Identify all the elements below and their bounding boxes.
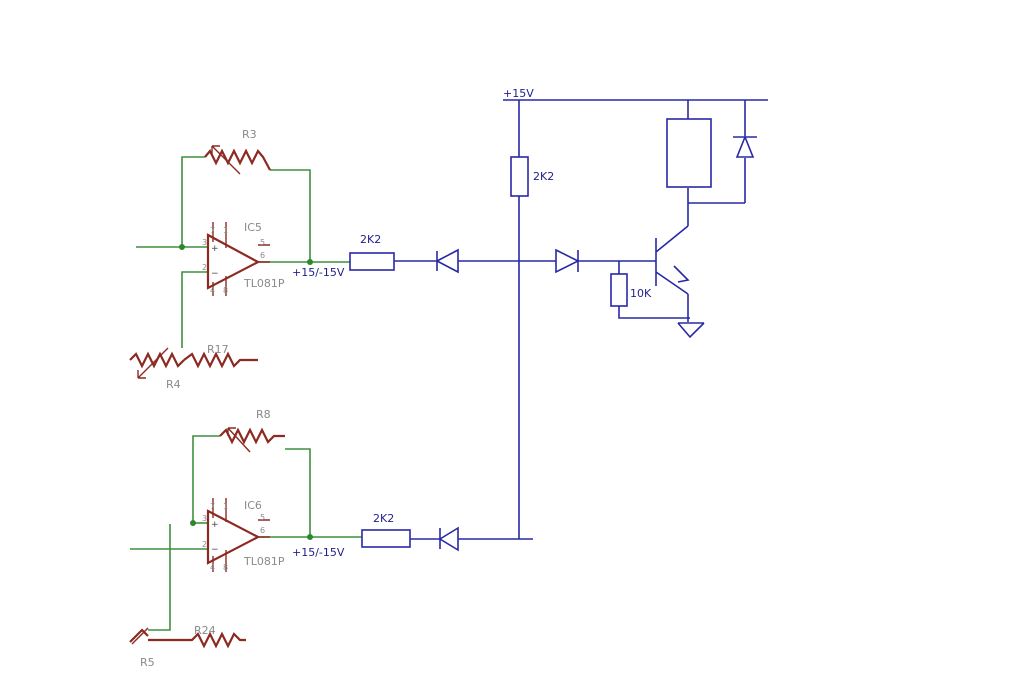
upper-output-dot (307, 259, 313, 265)
lower-diode (438, 526, 459, 552)
ic5-opamp (206, 233, 261, 290)
upper-diode (435, 248, 459, 274)
r5-potentiometer (129, 628, 149, 643)
upper-supply-label: +15/-15V (292, 266, 345, 279)
ic6-pin5: 5 (260, 513, 265, 522)
lower-series-resistor-label: 2K2 (373, 512, 394, 525)
npn-emitter-arrow (673, 265, 690, 283)
pullup-resistor (510, 156, 529, 197)
r3-potentiometer (204, 148, 271, 171)
upper-inverting-wire (181, 271, 208, 348)
r8-wiper-arrow (227, 427, 251, 453)
ic6-pin2: 2 (202, 540, 207, 549)
ic5-pin6: 6 (260, 251, 265, 260)
collector-wire (687, 188, 745, 226)
ic6-plus-sign: + (211, 520, 219, 530)
ic6-ref-label: IC6 (244, 499, 262, 512)
lower-series-resistor (361, 529, 411, 548)
upper-series-resistor-label: 2K2 (360, 233, 381, 246)
ic5-pin7: 7 (210, 226, 215, 235)
r4-potentiometer (129, 351, 185, 369)
r17-resistor (183, 351, 258, 369)
r8-label: R8 (256, 408, 271, 421)
lower-r5-wire (148, 524, 171, 631)
ic6-pin4: 4 (210, 563, 215, 572)
r24-label: R24 (194, 624, 216, 637)
r3-wiper-arrow (211, 145, 241, 175)
r17-label: R17 (207, 343, 229, 356)
base-resistor (610, 273, 628, 307)
relay-coil (666, 118, 712, 188)
ic5-pin1: 1 (223, 226, 228, 235)
ic5-pin8: 8 (223, 286, 228, 295)
base-resistor-wire (618, 261, 690, 319)
ic6-pin8: 8 (223, 563, 228, 572)
lower-supply-label: +15/-15V (292, 546, 345, 559)
ic6-minus-sign: − (211, 545, 219, 555)
lower-junction-dot (190, 520, 196, 526)
ic5-pin4: 4 (210, 286, 215, 295)
base-diode (555, 248, 580, 274)
r3-label: R3 (242, 128, 257, 141)
ic6-opamp (206, 509, 261, 565)
upper-feedback-wire (181, 156, 311, 262)
upper-stage: R3 + − 3 2 7 4 5 6 8 1 IC5 TL081P +15/-1… (129, 128, 498, 391)
ic6-pin-leads (212, 498, 270, 572)
ic5-ref-label: IC5 (244, 221, 262, 234)
r8-potentiometer (219, 427, 285, 445)
ic5-pin2: 2 (202, 263, 207, 272)
ic6-pin6: 6 (260, 526, 265, 535)
ic5-plus-sign: + (211, 244, 219, 254)
ic6-pin3: 3 (202, 514, 207, 523)
r5-wiper-arrow (131, 627, 149, 645)
driver-stage: +15V 2K2 10K (498, 87, 768, 539)
lower-feedback-wire (192, 435, 311, 537)
ic5-pin-leads (212, 222, 270, 296)
ic5-minus-sign: − (211, 269, 219, 279)
ic6-pin1: 1 (223, 502, 228, 511)
npn-transistor (655, 225, 689, 295)
flyback-diode (733, 134, 757, 158)
ic6-pin7: 7 (210, 502, 215, 511)
ground-symbol (677, 322, 705, 339)
ic6-part-label: TL081P (243, 555, 285, 568)
upper-junction-dot (179, 244, 185, 250)
r24-resistor (148, 631, 246, 649)
upper-series-resistor (349, 252, 395, 271)
supply-rail-label: +15V (503, 87, 534, 100)
base-resistor-label: 10K (630, 287, 652, 300)
r5-label: R5 (140, 656, 155, 669)
pullup-resistor-label: 2K2 (533, 170, 554, 183)
ic5-pin3: 3 (202, 238, 207, 247)
lower-stage: R8 + − 3 2 7 4 5 6 8 1 IC6 TL081P +15/-1… (129, 408, 533, 669)
r4-label: R4 (166, 378, 181, 391)
lower-output-dot (307, 534, 313, 540)
ic5-pin5: 5 (260, 238, 265, 247)
r4-wiper-arrow (137, 347, 169, 379)
ic5-part-label: TL081P (243, 277, 285, 290)
